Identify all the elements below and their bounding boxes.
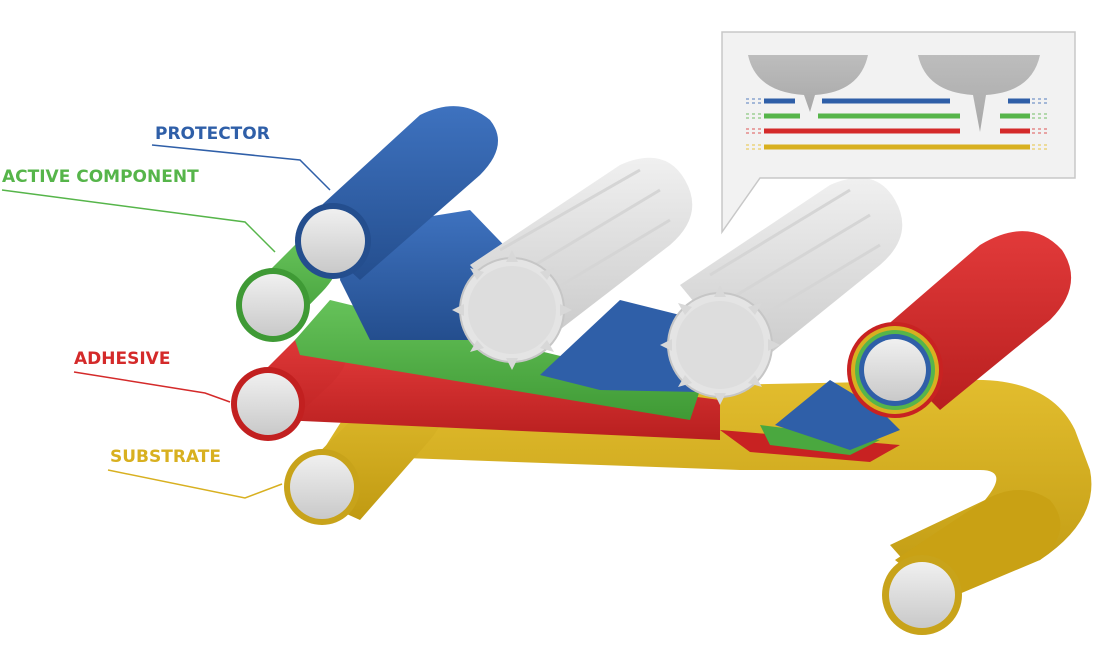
leader-line-protector bbox=[151, 144, 331, 191]
leader-line-adhesive bbox=[73, 371, 231, 403]
leader-line-substrate bbox=[107, 469, 283, 499]
label-substrate: SUBSTRATE bbox=[110, 447, 221, 467]
label-protector: PROTECTOR bbox=[155, 124, 270, 144]
rotary-cutter-1 bbox=[452, 157, 693, 370]
label-adhesive: ADHESIVE bbox=[74, 349, 170, 369]
substrate-web bbox=[320, 379, 1092, 590]
protector-roller bbox=[295, 106, 498, 280]
label-substrate-group: SUBSTRATE bbox=[107, 447, 283, 499]
blade-icon bbox=[918, 55, 1040, 132]
label-adhesive-group: ADHESIVE bbox=[73, 349, 231, 403]
gear-roller-icon bbox=[452, 250, 572, 370]
cutting-detail-callout bbox=[721, 31, 1076, 235]
label-active-component-group: ACTIVE COMPONENT bbox=[1, 167, 276, 253]
protector-patch-middle bbox=[540, 300, 700, 392]
gear-roller-icon bbox=[660, 285, 780, 405]
leader-line-active-component bbox=[1, 189, 276, 253]
protector-patch-right bbox=[775, 380, 900, 450]
label-active-component: ACTIVE COMPONENT bbox=[2, 167, 199, 187]
callout-dashed-extensions bbox=[746, 98, 1048, 150]
laminating-roller-right bbox=[847, 231, 1072, 418]
rotary-cutter-2 bbox=[660, 177, 903, 405]
substrate-roller-bottom bbox=[882, 555, 962, 635]
callout-layer-lines bbox=[764, 98, 1030, 150]
cylinder-roller-icon bbox=[847, 322, 943, 418]
blade-icon bbox=[748, 55, 868, 112]
label-protector-group: PROTECTOR bbox=[151, 124, 331, 191]
